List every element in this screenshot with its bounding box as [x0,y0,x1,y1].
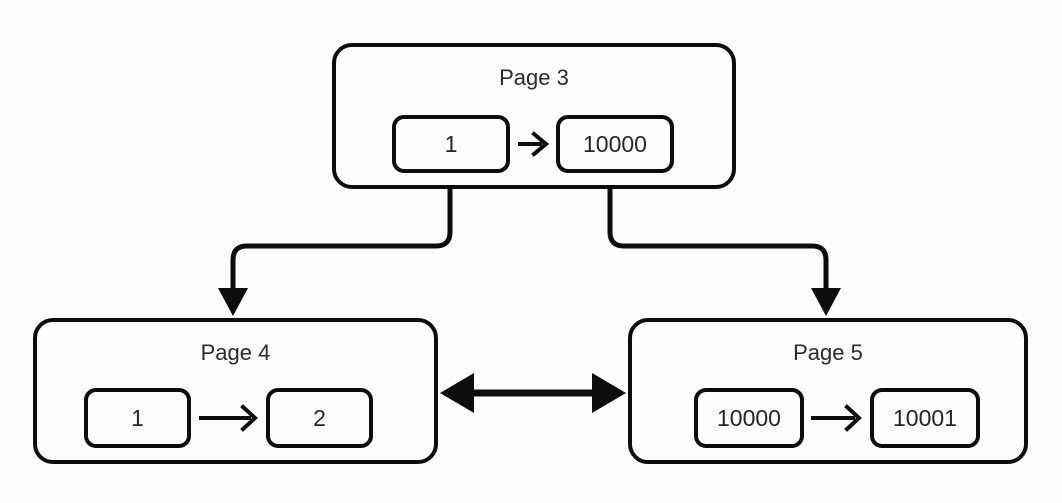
page-node-page5[interactable]: Page 5 10000 10001 [628,318,1028,464]
arrow-right-icon [191,388,266,448]
cell-row-page3: 1 10000 [392,115,674,173]
edge-page4-page5-arrowhead-right [592,373,626,413]
page-node-page4[interactable]: Page 4 1 2 [33,318,438,464]
cell-page5-0[interactable]: 10000 [694,388,804,448]
cell-page4-1[interactable]: 2 [266,388,373,448]
cell-page3-1[interactable]: 10000 [556,115,674,173]
arrow-right-icon [510,115,556,173]
cell-row-page5: 10000 10001 [694,388,980,448]
edge-page3-to-page4-line [230,189,453,293]
arrow-right-icon [804,388,870,448]
page-title-page3: Page 3 [499,65,569,90]
page-node-page3[interactable]: Page 3 1 10000 [332,43,736,189]
cell-page4-0[interactable]: 1 [84,388,191,448]
cell-page5-1[interactable]: 10001 [870,388,980,448]
page-title-page5: Page 5 [793,340,863,365]
cell-page3-0[interactable]: 1 [392,115,510,173]
edge-page3-to-page5-arrowhead [811,288,841,316]
page-title-page4: Page 4 [200,340,271,365]
edge-page4-page5-arrowhead-left [440,373,474,413]
edge-page3-to-page4-arrowhead [218,288,248,316]
edge-page3-to-page5-line [607,189,829,293]
cell-row-page4: 1 2 [84,388,373,448]
